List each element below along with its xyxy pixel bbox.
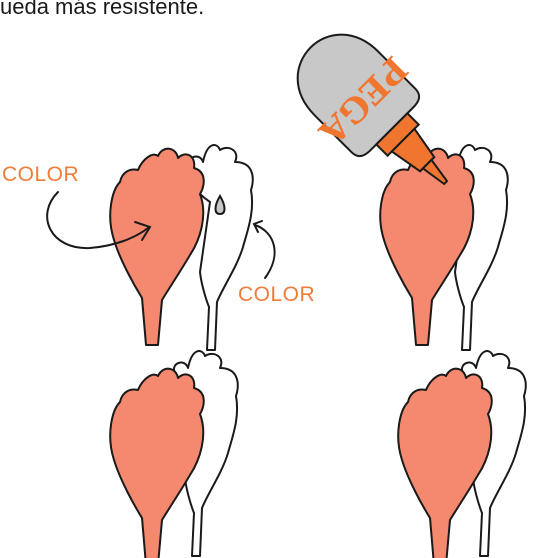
flower-bottom-left — [110, 351, 238, 558]
color-label-2: COLOR — [238, 283, 315, 307]
arrow-color-2 — [254, 221, 275, 278]
flower-bottom-right — [398, 351, 526, 558]
flower-top-left — [110, 145, 253, 350]
color-label-1: COLOR — [2, 163, 79, 187]
